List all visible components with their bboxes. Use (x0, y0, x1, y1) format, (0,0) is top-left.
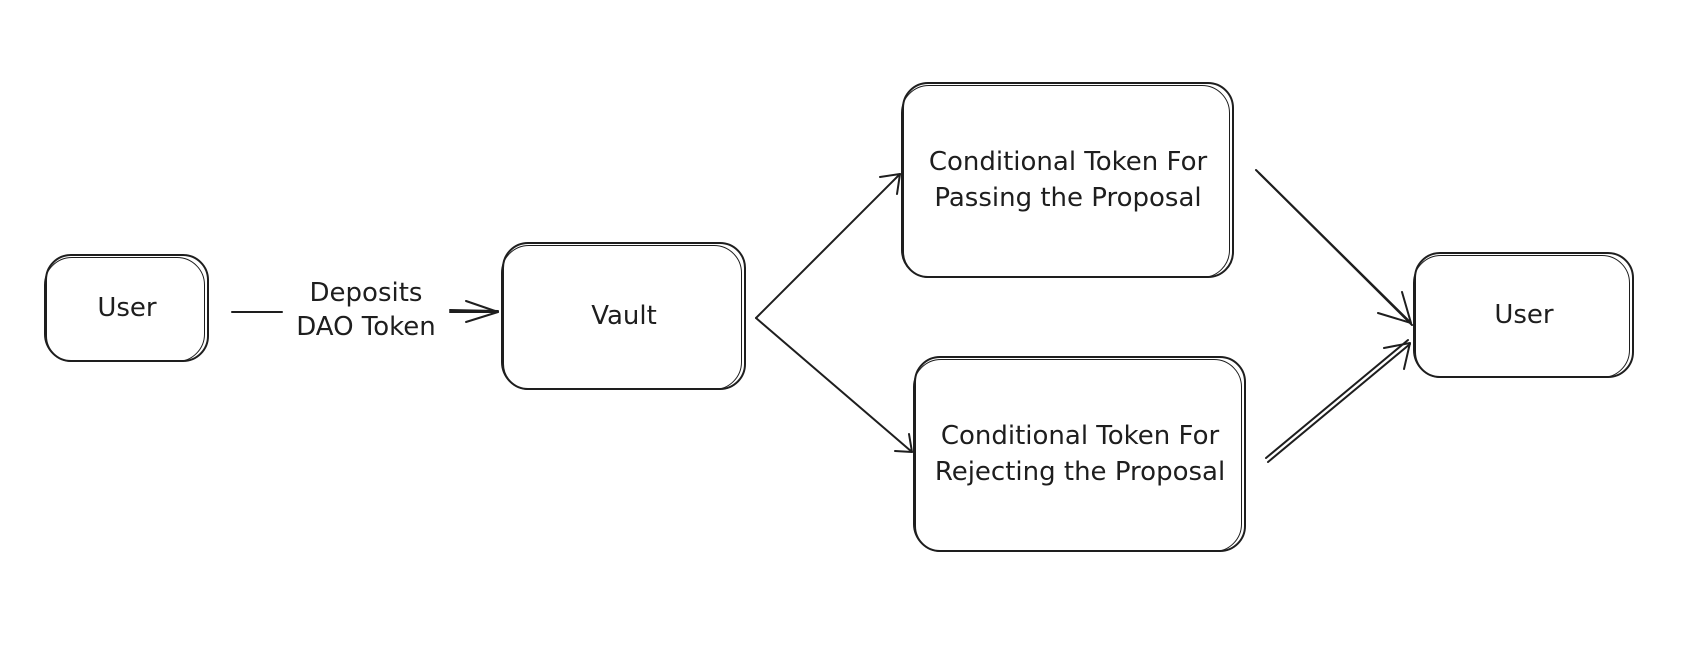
edge-vault-to-reject-arrow (755, 317, 913, 453)
edge-deposit-label: Deposits DAO Token (296, 278, 436, 342)
node-token-reject[interactable]: Conditional Token For Rejecting the Prop… (913, 356, 1246, 552)
node-user-right-label: User (1494, 300, 1554, 330)
node-user-left[interactable]: User (44, 254, 209, 362)
edge-reject-to-user-arrow (1265, 339, 1411, 463)
node-vault-label: Vault (591, 301, 657, 331)
node-token-pass[interactable]: Conditional Token For Passing the Propos… (901, 82, 1234, 278)
node-user-right[interactable]: User (1413, 252, 1634, 378)
edge-vault-to-pass-arrow (755, 173, 901, 319)
node-token-reject-label: Conditional Token For Rejecting the Prop… (934, 421, 1226, 487)
node-vault[interactable]: Vault (501, 242, 746, 390)
edge-deposit-arrow (231, 300, 499, 323)
node-token-pass-label: Conditional Token For Passing the Propos… (928, 147, 1208, 213)
edge-pass-to-user-arrow (1255, 169, 1413, 326)
node-user-left-label: User (97, 293, 157, 323)
